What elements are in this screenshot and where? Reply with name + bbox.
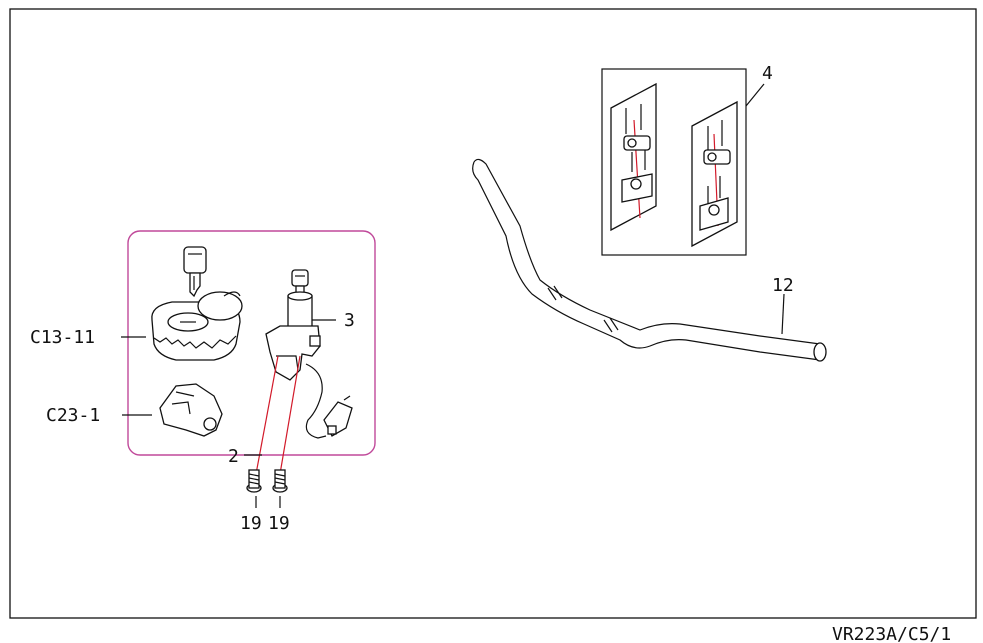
riser-clamp-panel-left: [610, 82, 657, 232]
callout-4: 4: [762, 63, 773, 84]
callout-c13-11: C13-11: [30, 327, 95, 348]
callout-19-right: 19: [268, 513, 290, 534]
callout-3: 3: [344, 310, 355, 331]
callout-2: 2: [228, 446, 239, 467]
riser-clamp-icon: [621, 104, 653, 219]
ignition-switch-icon: [265, 269, 353, 439]
screw-icon: [246, 469, 262, 493]
callout-12: 12: [772, 275, 794, 296]
callout-c23-1: C23-1: [46, 405, 100, 426]
riser-clamp-group-box: [601, 68, 747, 256]
fuel-cap-icon: [151, 291, 243, 361]
screw-leader-line: [255, 355, 279, 475]
screw-icon: [272, 469, 288, 493]
handlebar-icon: [472, 158, 827, 362]
diagram-code: VR223A/C5/1: [832, 624, 951, 643]
screw-leader-line: [279, 355, 301, 475]
callout-19-left: 19: [240, 513, 262, 534]
diagram-frame: [9, 8, 977, 619]
lock-bracket-icon: [159, 383, 223, 437]
key-icon: [183, 246, 207, 298]
riser-clamp-icon: [699, 120, 731, 231]
